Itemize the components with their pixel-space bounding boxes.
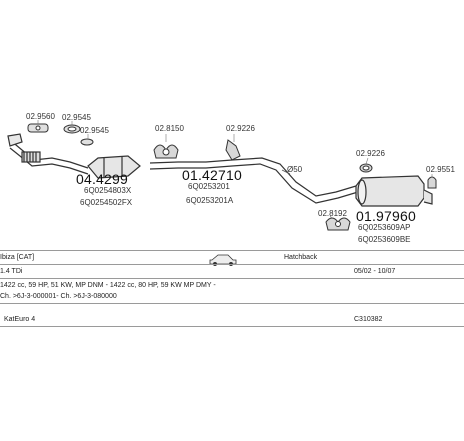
- clamp-02-9545-a: [63, 124, 81, 134]
- pipe-diameter-marker: [281, 169, 291, 175]
- leader-lines: [37, 120, 433, 219]
- middle-pipe: [149, 157, 359, 204]
- part-label-02-8150: 02.8150: [155, 124, 184, 133]
- table-rule-2: [0, 278, 464, 279]
- part-number-01-97960: 01.97960: [356, 208, 416, 224]
- oem-number-6q0253609ap: 6Q0253609AP: [358, 223, 411, 232]
- engine-specs: 1422 cc, 59 HP, 51 KW, MP DNM - 1422 cc,…: [0, 282, 216, 289]
- oem-number-6q0253609be: 6Q0253609BE: [358, 235, 411, 244]
- vehicle-model: Ibiza [CAT]: [0, 254, 35, 261]
- part-label-02-9545-a: 02.9545: [62, 113, 91, 122]
- table-rule-bottom: [0, 326, 464, 327]
- oem-number-6q0253201a: 6Q0253201A: [186, 196, 234, 205]
- body-type: Hatchback: [284, 254, 318, 261]
- front-downpipe: [7, 133, 89, 175]
- part-label-02-9226-rear: 02.9226: [356, 149, 385, 158]
- clamp-02-9226-rear: [359, 163, 373, 173]
- oem-number-6q0253201: 6Q0253201: [188, 182, 230, 191]
- part-label-02-9226: 02.9226: [226, 124, 255, 133]
- hanger-02-8150: [153, 144, 179, 159]
- clamp-02-9226: [225, 139, 241, 161]
- engine-type: 1.4 TDi: [0, 268, 23, 275]
- part-label-02-9545-b: 02.9545: [80, 126, 109, 135]
- catalytic-converter: [87, 155, 141, 179]
- catalyst-norm: KatEuro 4: [4, 316, 36, 323]
- clamp-02-9545-b: [80, 138, 94, 146]
- production-dates: 05/02 - 10/07: [354, 268, 396, 275]
- part-label-02-9560: 02.9560: [26, 112, 55, 121]
- oem-number-6q0254502fx: 6Q0254502FX: [80, 198, 133, 207]
- part-label-02-9551: 02.9551: [426, 165, 455, 174]
- oem-number-6q0254803x: 6Q0254803X: [84, 186, 132, 195]
- table-rule-top: [0, 250, 464, 251]
- part-number-01-42710: 01.42710: [182, 167, 242, 183]
- gasket-02-9560: [27, 123, 49, 133]
- hanger-02-9551: [427, 176, 437, 189]
- pipe-diameter-label: Ø50: [287, 165, 303, 174]
- catalog-code: C310382: [354, 316, 383, 323]
- rear-silencer: [355, 175, 433, 207]
- part-number-04-4299: 04.4299: [76, 171, 129, 187]
- table-rule-3: [0, 303, 464, 304]
- hanger-02-8192: [325, 217, 351, 231]
- part-label-02-8192: 02.8192: [318, 209, 347, 218]
- chassis-range: Ch. >6J-3-000001- Ch. >6J-3-080000: [0, 293, 117, 300]
- table-rule-1: [0, 264, 464, 265]
